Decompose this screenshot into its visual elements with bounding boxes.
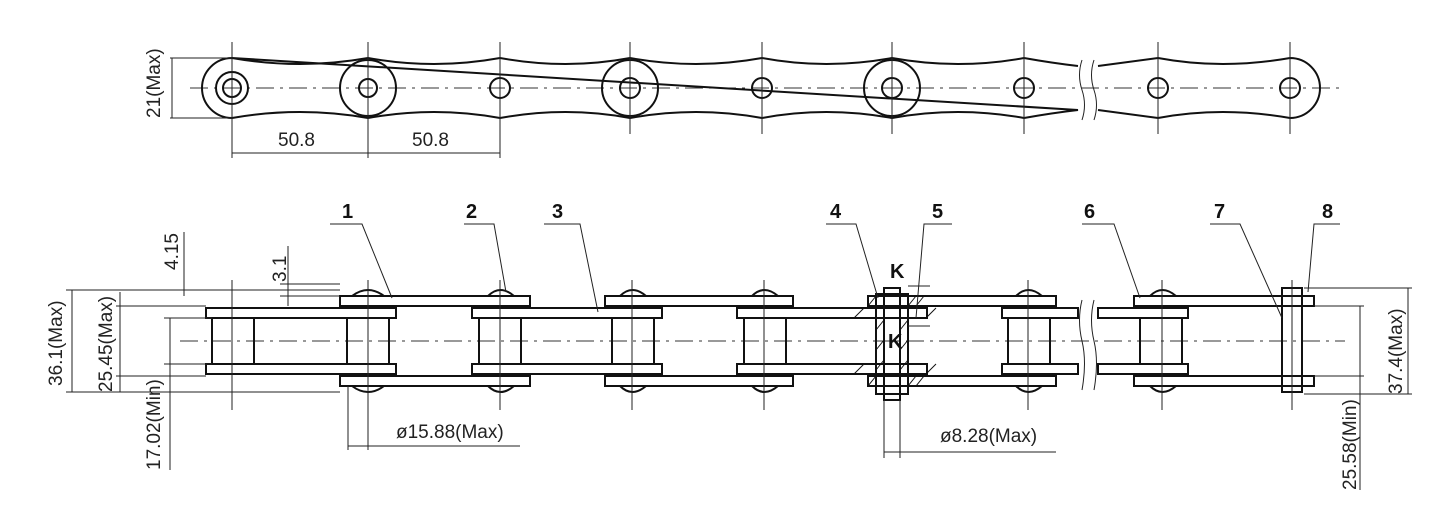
inner-plates bbox=[205, 307, 1189, 375]
top-view: 21(Max) 50.8 50.8 bbox=[144, 42, 1345, 158]
section-mark-k-top: K bbox=[890, 261, 905, 283]
bottom-dimensions: ø15.88(Max) ø8.28(Max) bbox=[348, 400, 1056, 458]
top-plate-outline bbox=[201, 56, 1321, 120]
right-dimensions: 37.4(Max) 25.58(Min) bbox=[1304, 287, 1412, 490]
dim-21max: 21(Max) bbox=[144, 48, 165, 118]
outer-plates bbox=[339, 295, 1315, 387]
callout-8: 8 bbox=[1322, 201, 1333, 223]
dim-37-4max: 37.4(Max) bbox=[1386, 308, 1407, 394]
callout-1: 1 bbox=[342, 201, 353, 223]
callouts: 1 2 3 4 5 6 7 8 bbox=[330, 201, 1340, 319]
dim-roller-diameter: ø15.88(Max) bbox=[396, 422, 504, 443]
dim-pin-diameter: ø8.28(Max) bbox=[940, 426, 1037, 447]
side-break-left bbox=[1079, 299, 1085, 391]
dim-36-1max: 36.1(Max) bbox=[46, 300, 67, 386]
top-height-dimension: 21(Max) bbox=[144, 48, 232, 119]
dim-25-58min: 25.58(Min) bbox=[1340, 399, 1361, 490]
dim-17-02min: 17.02(Min) bbox=[144, 379, 165, 470]
section-mark-k-bottom: K bbox=[888, 331, 903, 353]
section-pin: K K bbox=[853, 261, 937, 401]
callout-2: 2 bbox=[466, 201, 477, 223]
break-line-left bbox=[1079, 59, 1085, 121]
break-line-right bbox=[1091, 59, 1097, 121]
callout-4: 4 bbox=[830, 201, 842, 223]
callout-5: 5 bbox=[932, 201, 943, 223]
dim-pitch-1: 50.8 bbox=[278, 130, 315, 151]
side-break-right bbox=[1091, 299, 1097, 391]
side-vertical-centerlines bbox=[231, 280, 1293, 450]
dim-4-15: 4.15 bbox=[162, 233, 183, 270]
callout-3: 3 bbox=[552, 201, 563, 223]
dim-25-45max: 25.45(Max) bbox=[96, 296, 117, 392]
left-dimensions: 36.1(Max) 25.45(Max) 17.02(Min) 4.15 3.1 bbox=[46, 232, 340, 470]
callout-6: 6 bbox=[1084, 201, 1095, 223]
callout-7: 7 bbox=[1214, 201, 1225, 223]
side-view: K K 1 2 3 4 5 6 7 8 bbox=[46, 201, 1412, 490]
top-vertical-centerlines bbox=[231, 42, 1291, 158]
top-pitch-dimensions: 50.8 50.8 bbox=[232, 130, 500, 154]
dim-3-1: 3.1 bbox=[270, 256, 291, 282]
dim-pitch-2: 50.8 bbox=[412, 130, 449, 151]
